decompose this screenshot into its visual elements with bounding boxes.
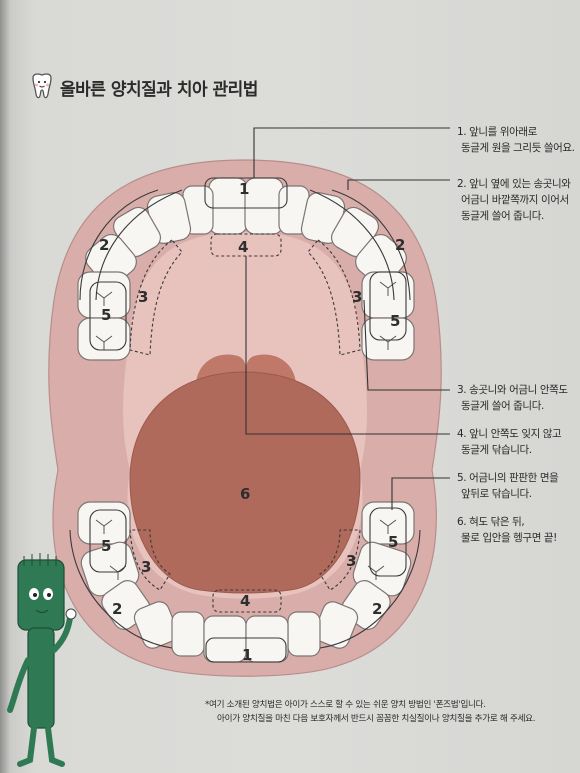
instruction-3-line-2: 동글게 쓸어 줍니다. — [461, 400, 544, 412]
title-row: 올바른 양치질과 치아 관리법 — [28, 70, 258, 104]
instruction-6-line-2: 물로 입안을 헹구면 끝! — [461, 532, 557, 544]
book-binding-shadow — [0, 0, 10, 773]
instruction-6: 6. 혀도 닦은 뒤, 물로 입안을 헹구면 끝! — [457, 514, 557, 546]
zone-3-lower-left: 3 — [141, 558, 151, 576]
toothbrush-character — [7, 553, 77, 767]
instruction-4-line-2: 동글게 닦습니다. — [461, 444, 532, 456]
instruction-4-line-1: 4. 앞니 안쪽도 잊지 않고 — [457, 428, 562, 440]
zone-3-upper-left: 3 — [138, 288, 148, 306]
zone-2-upper-right: 2 — [395, 236, 405, 254]
zone-2-lower-left: 2 — [112, 600, 122, 618]
zone-4-upper: 4 — [238, 238, 248, 256]
instruction-1-line-2: 동글게 원을 그리듯 쓸어요. — [461, 142, 575, 154]
zone-1-upper: 1 — [239, 180, 249, 198]
zone-3-lower-right: 3 — [346, 552, 356, 570]
zone-5-lower-right: 5 — [388, 533, 398, 551]
instruction-6-line-1: 6. 혀도 닦은 뒤, — [457, 516, 525, 528]
instruction-1: 1. 앞니를 위아래로 동글게 원을 그리듯 쓸어요. — [457, 124, 575, 156]
zone-2-lower-right: 2 — [372, 600, 382, 618]
tongue — [129, 371, 361, 594]
tooth-icon — [32, 73, 52, 99]
zone-5-upper-right: 5 — [390, 312, 400, 330]
instruction-1-line-1: 1. 앞니를 위아래로 — [457, 126, 537, 138]
zone-5-lower-left: 5 — [101, 537, 111, 555]
page-title: 올바른 양치질과 치아 관리법 — [60, 79, 258, 100]
instruction-2-line-2: 어금니 바깥쪽까지 이어서 — [461, 194, 569, 206]
instruction-3: 3. 송곳니와 어금니 안쪽도 동글게 쓸어 줍니다. — [457, 382, 568, 414]
zone-6-tongue: 6 — [240, 485, 250, 503]
instruction-5: 5. 어금니의 판판한 면을 앞뒤로 닦습니다. — [457, 470, 559, 502]
instruction-2-line-3: 동글게 쓸어 줍니다. — [461, 210, 544, 222]
inner-zones-dashed — [129, 233, 361, 613]
footnote-line-1: *여기 소개된 양치법은 아이가 스스로 할 수 있는 쉬운 양치 방법인 '폰… — [205, 700, 486, 710]
zone-2-upper-left: 2 — [99, 236, 109, 254]
instruction-2: 2. 앞니 옆에 있는 송곳니와 어금니 바깥쪽까지 이어서 동글게 쓸어 줍니… — [457, 176, 571, 224]
zone-5-upper-left: 5 — [101, 306, 111, 324]
callout-lines — [245, 127, 450, 510]
zone-4-lower: 4 — [240, 592, 250, 610]
cleaning-zones — [69, 177, 421, 663]
instruction-5-line-2: 앞뒤로 닦습니다. — [461, 488, 532, 500]
instruction-5-line-1: 5. 어금니의 판판한 면을 — [457, 472, 559, 484]
lower-teeth — [77, 501, 415, 663]
instruction-4: 4. 앞니 안쪽도 잊지 않고 동글게 닦습니다. — [457, 426, 562, 458]
footnote: *여기 소개된 양치법은 아이가 스스로 할 수 있는 쉬운 양치 방법인 '폰… — [205, 698, 536, 726]
footnote-line-2: 아이가 양치질을 마친 다음 보호자께서 반드시 꼼꼼한 치실질이나 양치질을 … — [217, 714, 536, 724]
instruction-2-line-1: 2. 앞니 옆에 있는 송곳니와 — [457, 178, 571, 190]
instruction-3-line-1: 3. 송곳니와 어금니 안쪽도 — [457, 384, 568, 396]
zone-3-upper-right: 3 — [352, 288, 362, 306]
zone-1-lower: 1 — [242, 646, 252, 664]
